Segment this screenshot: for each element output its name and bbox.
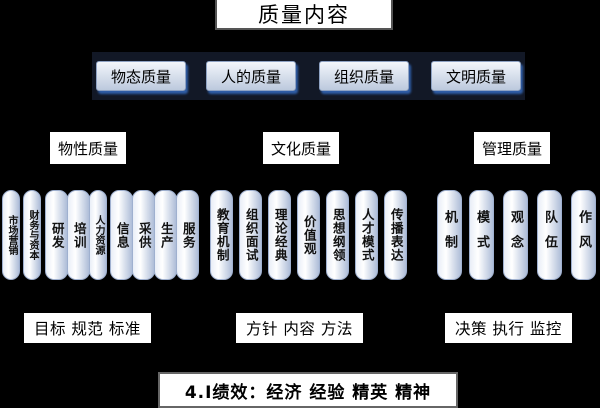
category-management-quality: 管理质量: [474, 132, 551, 164]
footer-physical: 目标 规范 标准: [24, 313, 151, 343]
top-item-human: 人的质量: [206, 61, 296, 91]
footer-management: 决策 执行 监控: [445, 313, 572, 343]
category-cultural-quality: 文化质量: [263, 132, 340, 164]
top-item-organization: 组织质量: [319, 61, 409, 91]
column-communication: 传播表达: [384, 190, 407, 280]
column-rnd: 研发: [45, 190, 68, 280]
performance-box: 4.I绩效：经济 经验 精英 精神: [158, 372, 458, 408]
top-item-civilization: 文明质量: [431, 61, 521, 91]
footer-cultural: 方针 内容 方法: [236, 313, 363, 343]
column-organization-interview: 组织面试: [239, 190, 262, 280]
column-talent-model: 人才模式: [355, 190, 378, 280]
column-mode: 模式: [469, 190, 494, 280]
column-mechanism: 机制: [437, 190, 462, 280]
column-style: 作风: [571, 190, 596, 280]
top-item-physical-state: 物态质量: [96, 61, 186, 91]
column-concept: 观念: [503, 190, 528, 280]
column-education-mechanism: 教育机制: [210, 190, 233, 280]
column-production: 生产: [154, 190, 177, 280]
column-ideology: 思想纲领: [326, 190, 349, 280]
column-procurement: 采供: [132, 190, 155, 280]
column-finance-capital: 财务与资本: [23, 190, 41, 280]
page-title: 质量内容: [215, 0, 393, 30]
column-values: 价值观: [297, 190, 320, 280]
column-theory-classics: 理论经典: [268, 190, 291, 280]
column-information: 信息: [110, 190, 133, 280]
column-service: 服务: [176, 190, 199, 280]
column-team: 队伍: [537, 190, 562, 280]
category-physical-quality: 物性质量: [50, 132, 127, 164]
column-hr: 人力资源: [89, 190, 107, 280]
column-marketing: 市场营销: [2, 190, 20, 280]
column-training: 培训: [67, 190, 90, 280]
